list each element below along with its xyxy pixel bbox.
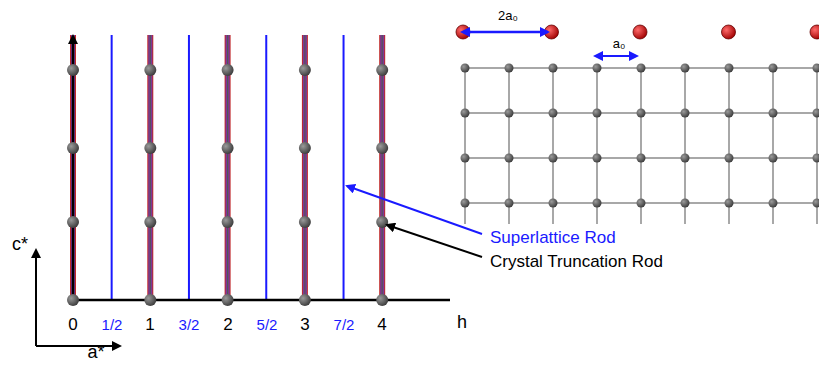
lattice-atom [593,64,602,73]
lattice-atom [505,64,514,73]
lattice-atom [637,199,646,208]
bragg-point [144,216,156,228]
tick-label: 3 [300,316,309,335]
bragg-point [299,64,311,76]
diagram-stroke [73,35,382,300]
bragg-point [376,64,388,76]
lattice-atom [769,154,778,163]
lattice-atom [725,199,734,208]
lattice-atom [813,154,819,163]
superlattice-rod [188,35,190,300]
lattice-atom [549,109,558,118]
bragg-point [67,142,79,154]
tick-label: 1 [145,316,154,335]
lattice-atom [461,64,470,73]
lattice-atom [549,64,558,73]
lattice-atom [593,199,602,208]
bragg-point [376,142,388,154]
axis-label: c* [12,235,28,255]
lattice-atom [813,64,819,73]
dimension-label: 2a₀ [498,9,518,23]
bragg-point [299,142,311,154]
lattice-atom [681,199,690,208]
adatom [722,25,736,39]
adatom [633,25,647,39]
lattice-atom [549,154,558,163]
axis-label: a* [87,343,104,363]
bragg-point [144,294,156,306]
lattice-atom [593,154,602,163]
tick-label: 4 [377,316,386,335]
lattice-atom [725,109,734,118]
tick-label: 1/2 [102,317,123,334]
lattice-atom [681,64,690,73]
superlattice-leader [347,186,482,234]
diagram-stroke [461,64,819,225]
superlattice-rod [343,35,345,300]
bragg-point [222,64,234,76]
bragg-point [376,216,388,228]
lattice-atom [505,154,514,163]
diagram-stroke [112,35,344,300]
lattice-atom [505,109,514,118]
lattice-atom [769,64,778,73]
superlattice-rod [265,35,267,300]
lattice-atom [813,199,819,208]
lattice-atom [461,154,470,163]
lattice-atom [637,154,646,163]
ctr-leader [387,225,482,257]
lattice-atom [593,109,602,118]
adatom [456,25,470,39]
dimension-label: a₀ [613,37,626,51]
bragg-point [67,216,79,228]
two-a0-dimension [468,31,548,34]
lattice-atom [769,109,778,118]
bragg-point [67,64,79,76]
lattice-atom [505,199,514,208]
axis-label: h [457,313,467,333]
bragg-point [67,294,79,306]
lattice-atom [549,199,558,208]
superlattice-rod [111,35,113,300]
rod-label: Superlattice Rod [490,229,616,248]
lattice-atom [681,154,690,163]
bragg-point [376,294,388,306]
lattice-atom [637,109,646,118]
lattice-atom [725,154,734,163]
bragg-point [222,294,234,306]
tick-label: 0 [68,316,77,335]
lattice-atom [461,109,470,118]
lattice-atom [681,109,690,118]
a0-dimension [601,55,637,57]
bragg-point [144,142,156,154]
tick-label: 7/2 [334,317,355,334]
lattice-atom [813,109,819,118]
bragg-point [299,294,311,306]
adatom [810,25,819,39]
h-axis [73,299,450,302]
bragg-point [299,216,311,228]
tick-label: 3/2 [179,317,200,334]
cstar-axis [35,250,37,346]
lattice-atom [769,199,778,208]
lattice-atom [725,64,734,73]
bragg-point [222,216,234,228]
astar-axis [36,345,120,347]
tick-label: 2 [223,316,232,335]
diagram-stroke [456,25,819,39]
lattice-atom [637,64,646,73]
tick-label: 5/2 [257,317,278,334]
bragg-point [144,64,156,76]
diagram-stroke [67,64,388,306]
bragg-point [222,142,234,154]
rod-label: Crystal Truncation Rod [490,253,663,272]
lattice-atom [461,199,470,208]
